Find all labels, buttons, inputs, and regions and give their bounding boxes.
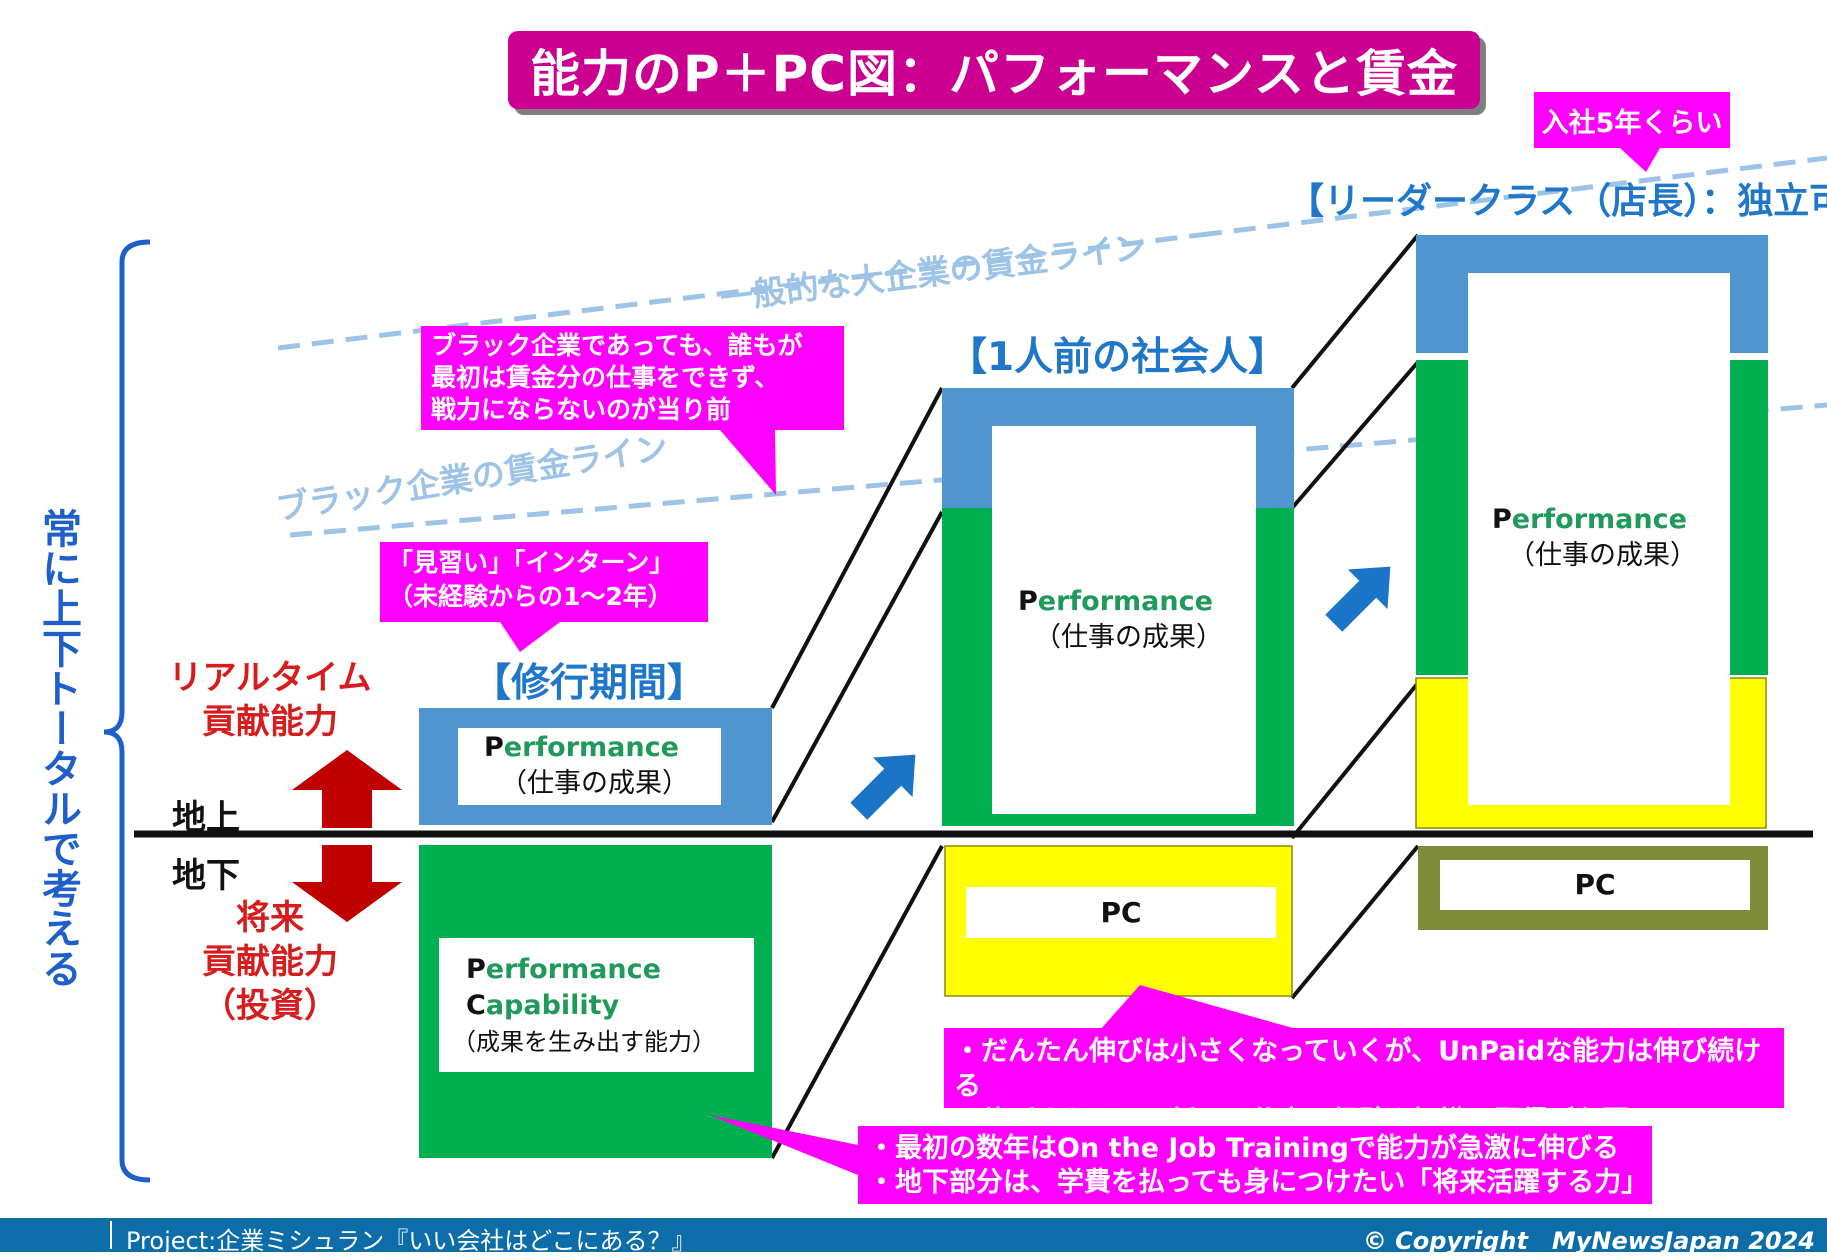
below-ground-label: 地下 <box>172 856 240 896</box>
callout-black-tail <box>720 430 776 495</box>
stage3-pc-inner <box>1440 860 1750 910</box>
stage2-pc-label: PC <box>1100 896 1142 929</box>
growth-arrow-icon-1 <box>850 754 916 820</box>
footer-project: Project:企業ミシュラン『いい会社はどこにある？』 <box>110 1221 695 1255</box>
callout-intern: 「見習い」「インターン」 （未経験からの1～2年） <box>380 542 708 622</box>
callout-pc-growth: ・だんたん伸びは小さくなっていくが、UnPaidな能力は伸び続ける ・伸ばすため… <box>944 1028 1784 1137</box>
growth-arrow-icon-2 <box>1325 566 1391 632</box>
side-bracket <box>103 239 151 1183</box>
page-title: 能力のP＋PC図：パフォーマンスと賃金 <box>508 31 1480 109</box>
stage1-performance-text: Performance （仕事の成果） <box>484 732 689 799</box>
stage2-performance-text: Performance （仕事の成果） <box>1018 586 1223 653</box>
stage3-performance-text: Performance （仕事の成果） <box>1492 504 1697 571</box>
callout-pc-tail <box>1100 985 1300 1030</box>
down-arrow-icon <box>292 845 402 922</box>
stage2-performance-inner <box>992 426 1256 814</box>
realtime-contribution-label: リアルタイム 貢献能力 <box>168 658 372 742</box>
stage1-performance-inner <box>458 728 721 805</box>
callout-intern-tail <box>500 622 560 652</box>
stage-adult-label: 【1人前の社会人】 <box>948 335 1288 380</box>
footer-copyright: © Copyright MyNewsJapan 2024 <box>1362 1227 1815 1255</box>
callout-five-years: 入社5年くらい <box>1534 92 1730 148</box>
stage1-capability-text: Performance Capability （成果を生み出す能力） <box>452 954 716 1056</box>
stage3-pc-label: PC <box>1574 868 1616 901</box>
stage-training-label: 【修行期間】 <box>472 661 707 706</box>
callout-ojt: ・最初の数年はOn the Job Trainingで能力が急激に伸びる ・地下… <box>858 1126 1652 1204</box>
footer-bar <box>0 1218 1827 1252</box>
callout-ojt-tail <box>710 1115 858 1175</box>
future-contribution-label: 将来 貢献能力 （投資） <box>202 898 338 1026</box>
up-arrow-icon <box>292 750 402 828</box>
stage2-pc-inner <box>966 887 1276 938</box>
stage-leader-label: 【リーダークラス（店長）：独立可】 <box>1288 181 1827 222</box>
black-company-wage-line <box>289 402 1827 538</box>
large-company-wage-line-ext <box>1199 155 1827 238</box>
callout-note-tail <box>1620 148 1660 172</box>
callout-black-company: ブラック企業であっても、誰もが 最初は賃金分の仕事をできず、 戦力にならないのが… <box>421 326 844 430</box>
stage3-performance-inner <box>1468 273 1730 805</box>
stage1-capability-inner <box>439 938 754 1072</box>
above-ground-label: 地上 <box>172 798 240 838</box>
vertical-total-label: 常に上下トータルで考える <box>35 508 81 988</box>
connector-lines <box>770 233 1420 1159</box>
